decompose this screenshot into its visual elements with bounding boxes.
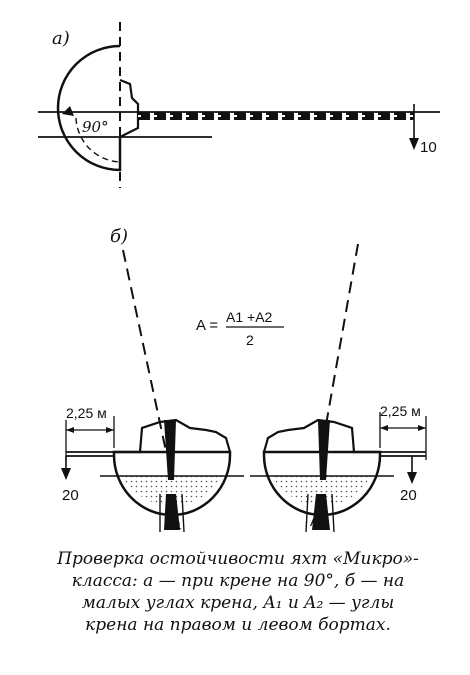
right-ballast	[272, 476, 372, 506]
left-boat: A1 2,25 м 20	[61, 249, 244, 533]
right-keel-edge-b	[331, 493, 335, 533]
angle-arc-arrowhead	[62, 106, 74, 116]
hull-heeled	[56, 44, 122, 172]
right-dim-arrow-b	[418, 425, 426, 431]
right-boat: A2 2,25 м 20	[250, 243, 427, 533]
left-keel-edge-b	[181, 493, 185, 533]
right-mast-base	[318, 420, 330, 480]
left-weight-label: 20	[62, 487, 79, 504]
angle-arc-90	[75, 117, 121, 163]
formula: A = A1 +A2 2	[196, 309, 284, 348]
right-angle-label: A2	[310, 514, 324, 531]
figure-caption: Проверка остойчивости яхт «Микро»- класс…	[28, 548, 448, 636]
right-deck	[262, 418, 380, 454]
left-keel	[164, 494, 180, 530]
left-arm-label: 2,25 м	[66, 405, 107, 421]
caption-line-1: Проверка остойчивости яхт «Микро»-	[57, 549, 419, 569]
caption-line-4: крена на правом и левом бортах.	[85, 615, 391, 635]
diagram-a-label: а)	[52, 28, 70, 49]
right-dim-arrow-a	[380, 425, 388, 431]
weight-arrow-a	[409, 138, 419, 150]
left-weight-arrow	[61, 468, 71, 480]
right-keel-edge-a	[305, 493, 309, 533]
formula-denominator: 2	[246, 332, 254, 348]
deck-heeled	[119, 78, 140, 138]
left-angle-label: A1	[168, 514, 182, 531]
formula-numerator: A1 +A2	[226, 309, 273, 325]
angle-label-90: 90°	[82, 118, 109, 136]
right-weight-label: 20	[400, 487, 417, 504]
right-arm-label: 2,25 м	[380, 403, 421, 419]
diagram-b-label: б)	[110, 226, 128, 247]
stability-test-figure: а) 90° 10 б) A = A1 +A2 2	[38, 22, 440, 533]
caption-line-2: класса: а — при крене на 90°, б — на	[71, 571, 405, 591]
diagram-b: б) A = A1 +A2 2 A1	[61, 226, 427, 533]
left-mast-line	[122, 249, 171, 471]
diagram-a: а) 90° 10	[38, 22, 440, 188]
formula-lhs: A =	[196, 317, 218, 334]
right-weight-arrow	[407, 472, 417, 484]
weight-label-a: 10	[420, 139, 437, 156]
caption-line-3: малых углах крена, A₁ и A₂ — углы	[81, 593, 395, 613]
right-keel	[312, 494, 330, 530]
left-dim-arrow-b	[106, 427, 114, 433]
left-dim-arrow-a	[66, 427, 74, 433]
left-mast-base	[164, 420, 176, 480]
left-deck	[114, 418, 232, 454]
left-ballast	[122, 476, 222, 506]
